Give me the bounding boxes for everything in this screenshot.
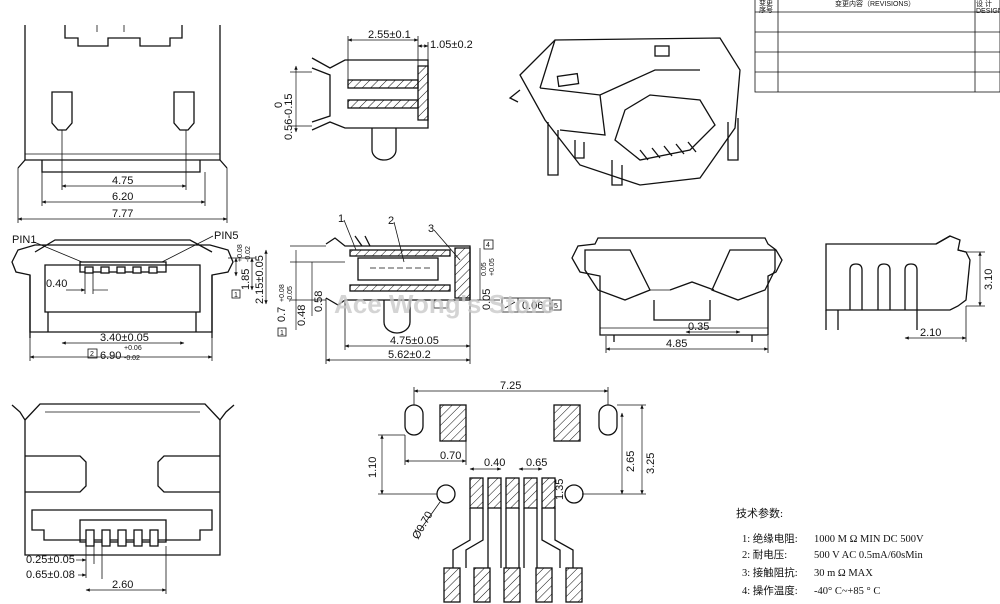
spec-label-3: 3: 接触阻抗: (742, 566, 798, 579)
dim-4-85: 4.85 (666, 338, 687, 350)
revision-table: 变更序号 变更内容（REVISIONS） 设 计DESIGN (754, 0, 1000, 93)
callout-1: 1 (338, 213, 344, 225)
dim-3-40: 3.40±0.05 (100, 332, 149, 344)
dim-7-25: 7.25 (500, 380, 521, 392)
dim-1-05: 1.05±0.2 (430, 39, 473, 51)
dim-6-90-plus: +0.06 (124, 345, 142, 352)
dim-3-25: 3.25 (645, 453, 657, 474)
box-1-marker: 1 (234, 292, 238, 299)
dim-0-65-bottom: 0.65±0.08 (26, 569, 75, 581)
dim-0-65-pcb: 0.65 (526, 457, 547, 469)
dim-0-7-plus: +0.08 (279, 284, 286, 302)
dim-6-90-minus: -0.02 (124, 355, 140, 362)
spec-value-4: -40° C~+85 ° C (814, 586, 880, 597)
dim-0-70: 0.70 (440, 450, 461, 462)
dim-0-7-minus: -0.05 (287, 286, 294, 302)
rear-view: 0.35 4.85 (571, 237, 783, 353)
pin-view: PIN1 PIN5 0.40 3.40±0.05 2 6.90 +0.06 -0… (11, 230, 325, 362)
dim-0-56-upper: 0 (273, 102, 285, 108)
spec-value-1: 1000 M Ω MIN DC 500V (814, 534, 924, 545)
pin5-label: PIN5 (214, 230, 238, 242)
spec-value-3: 30 m Ω MAX (814, 568, 873, 579)
spec-label-2: 2: 耐电压: (742, 548, 787, 561)
signal-pads (469, 477, 556, 509)
specs-title: 技术参数: (736, 506, 783, 520)
dim-1-85-minus: -0.02 (245, 246, 252, 262)
dim-0-40: 0.40 (46, 278, 67, 290)
isometric-view (508, 37, 741, 186)
dim-2-15: 2.15±0.05 (254, 255, 266, 304)
box-2-marker: 2 (90, 351, 94, 358)
dim-4-75-section: 4.75±0.05 (390, 335, 439, 347)
dim-1-85-plus: +0.08 (237, 244, 244, 262)
technical-specs: 技术参数: 1: 绝缘电阻: 1000 M Ω MIN DC 500V 2: 耐… (736, 506, 924, 597)
right-view: 3.10 2.10 (825, 235, 995, 342)
spec-label-4: 4: 操作温度: (742, 584, 798, 597)
dim-0-40-pcb: 0.40 (484, 457, 505, 469)
dim-1-10: 1.10 (367, 457, 379, 478)
callout-3: 3 (428, 223, 434, 235)
dim-5-62: 5.62±0.2 (388, 349, 431, 361)
spec-value-2: 500 V AC 0.5mA/60sMin (814, 550, 923, 561)
box-1-marker-b: 1 (280, 330, 284, 337)
box-5-marker: 5 (554, 303, 558, 310)
pin1-label: PIN1 (12, 234, 36, 246)
dim-0-48: 0.48 (296, 305, 308, 326)
dim-2-65: 2.65 (625, 451, 637, 472)
bottom-pins (85, 529, 159, 547)
dim-0-05-plus: +0.05 (489, 258, 496, 276)
dim-3-10: 3.10 (983, 269, 995, 290)
front-view: 4.75 6.20 7.77 (17, 25, 228, 223)
dim-phi-0-70: Ø0.70 (410, 510, 435, 542)
callout-2: 2 (388, 215, 394, 227)
dim-0-56: 0.56-0.15 (283, 94, 295, 140)
box-4-marker: 4 (486, 242, 490, 249)
spec-label-1: 1: 绝缘电阻: (742, 532, 798, 545)
revision-col-design: 设 计DESIGN (976, 0, 1000, 15)
dim-2-10: 2.10 (920, 327, 941, 339)
dim-0-06: 0.06 (522, 300, 543, 312)
dim-1-85: 1.85 (240, 269, 252, 290)
watermark: Ace Wong's Store (334, 289, 555, 319)
dim-2-60: 2.60 (112, 579, 133, 591)
revision-col-content: 变更内容（REVISIONS） (835, 0, 915, 8)
side-view: 2.55±0.1 1.05±0.2 0.56-0.15 0 (273, 29, 473, 161)
bottom-view: 0.25±0.05 0.65±0.08 2.60 (11, 403, 235, 594)
dim-0-05-top: 0.05 (481, 262, 488, 276)
dim-4-75: 4.75 (112, 175, 133, 187)
bottom-pads (443, 567, 583, 603)
dim-0-05: 0.05 (481, 289, 493, 310)
dim-6-90: 6.90 (100, 350, 121, 362)
dim-6-20: 6.20 (112, 191, 133, 203)
dim-0-58: 0.58 (313, 291, 325, 312)
dim-7-77: 7.77 (112, 208, 133, 220)
dim-0-7: 0.7 (276, 307, 288, 322)
contact-pins (84, 266, 158, 274)
section-view: 1 2 3 4 0.05 +0.05 0.05 0.06 5 4.75±0.05… (290, 213, 562, 364)
revision-col-number: 变更序号 (759, 0, 773, 14)
dim-2-55: 2.55±0.1 (368, 29, 411, 41)
dim-0-25: 0.25±0.05 (26, 554, 75, 566)
pcb-layout: 7.25 0.70 1.10 0.40 0.65 1.35 2.65 3.25 … (367, 380, 657, 603)
dim-0-35: 0.35 (688, 321, 709, 333)
dim-1-35: 1.35 (554, 479, 566, 500)
